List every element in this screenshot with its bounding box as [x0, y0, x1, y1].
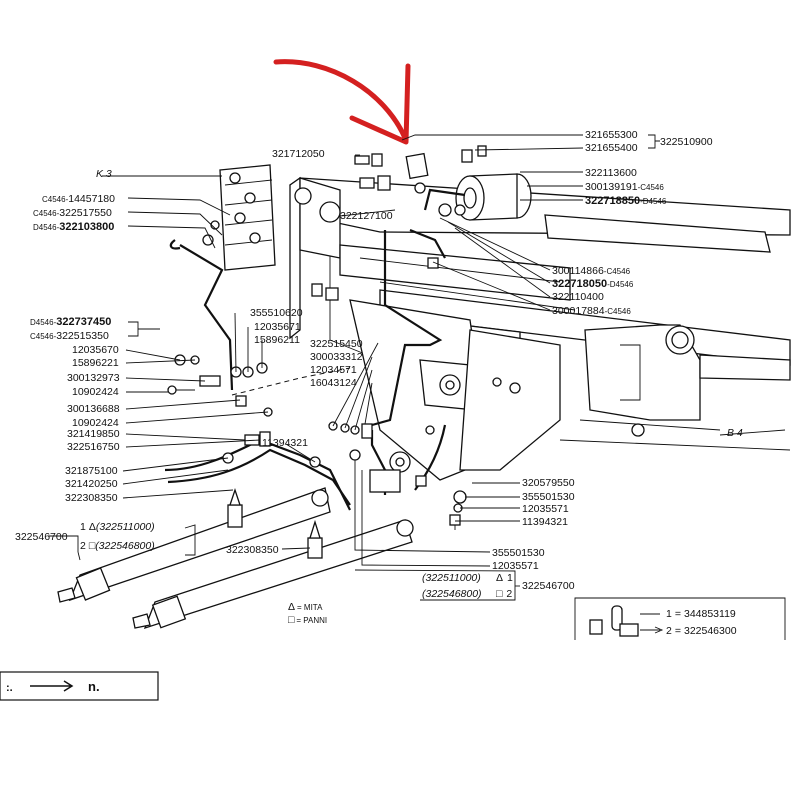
variant-2-mark: □2: [496, 588, 512, 600]
right-arrow-icon: [30, 680, 74, 692]
part-number: 322110400: [552, 291, 604, 303]
part-number: 300136688: [67, 403, 120, 415]
label-b4: B 4: [727, 427, 743, 439]
part-number: 320579550: [522, 477, 575, 489]
part-number: 12035571: [492, 560, 539, 572]
part-number-c: 300114866-C4546: [552, 265, 631, 277]
box-right-text: n.: [88, 679, 100, 694]
variant-1: (322511000): [422, 572, 481, 584]
part-number-d: 322718050-D4546: [552, 278, 634, 290]
part-number: 12034571: [310, 364, 357, 376]
leader-lines: [0, 134, 660, 691]
part-number: 300132973: [67, 372, 120, 384]
part-number: 321655400: [585, 142, 638, 154]
inset-box: 1=344853119 2=322546300: [574, 597, 786, 640]
part-number-c: 300017884-C4546: [552, 305, 631, 317]
inset-row-2: 2=322546300: [666, 625, 737, 637]
variant-2: 2□(322546800): [80, 540, 155, 552]
part-number: 10902424: [72, 417, 119, 429]
part-number: 322113600: [585, 167, 637, 179]
part-number: 12035671: [254, 321, 301, 333]
fittings: [167, 145, 487, 530]
part-number: 321712050: [272, 148, 325, 160]
part-number: 15896211: [254, 334, 300, 346]
group-number: 322510900: [660, 136, 713, 148]
part-number-c: C4546-322515350: [30, 330, 109, 342]
part-number: 321655300: [585, 129, 638, 141]
bottom-reference-box: :. n.: [0, 671, 159, 701]
part-number: 321420250: [65, 478, 118, 490]
legend-panni: □= PANNI: [288, 614, 327, 626]
part-number: 322546700: [522, 580, 575, 592]
triangle-symbol: Δ: [288, 601, 295, 613]
inset-row-1: 1=344853119: [666, 608, 736, 620]
part-number: 321875100: [65, 465, 118, 477]
part-number: 355501530: [492, 547, 545, 559]
box-left-text: :.: [6, 682, 13, 694]
legend-mita: Δ= MITA: [288, 601, 323, 613]
part-number: 322516750: [67, 441, 120, 453]
part-number: 12035670: [72, 344, 119, 356]
part-number: 11394321: [522, 516, 568, 528]
part-number: 10902424: [72, 386, 119, 398]
part-number: 322546700: [15, 531, 68, 543]
part-number-d: 322718850-D4546: [585, 195, 667, 207]
variant-2: (322546800): [422, 588, 482, 600]
hydraulic-cylinders: [57, 487, 414, 630]
part-number: 322308350: [65, 492, 118, 504]
part-number-d: D4546-322737450: [30, 316, 111, 328]
part-number: 355510620: [250, 307, 303, 319]
part-number: 300033312: [310, 351, 363, 363]
part-number: 12035571: [522, 503, 569, 515]
part-number: 16043124: [310, 377, 357, 389]
red-pointer-arrow: [273, 59, 411, 145]
part-number: 15896221: [72, 357, 119, 369]
part-number: 11394321: [262, 437, 308, 449]
part-number-c: 300139191-C4546: [585, 181, 664, 193]
part-number-c: C4546-322517550: [33, 207, 112, 219]
part-number: 355501530: [522, 491, 575, 503]
part-number: 321419850: [67, 428, 120, 440]
part-number: 322515450: [310, 338, 363, 350]
square-symbol: □: [288, 614, 295, 626]
label-k3: K 3: [96, 168, 112, 180]
part-number-d: D4546-322103800: [33, 221, 114, 233]
part-number-c: C4546-14457180: [42, 193, 115, 205]
chassis-frame: [202, 164, 791, 481]
part-number: 322127100: [340, 210, 393, 222]
part-number: 322308350: [226, 544, 279, 556]
